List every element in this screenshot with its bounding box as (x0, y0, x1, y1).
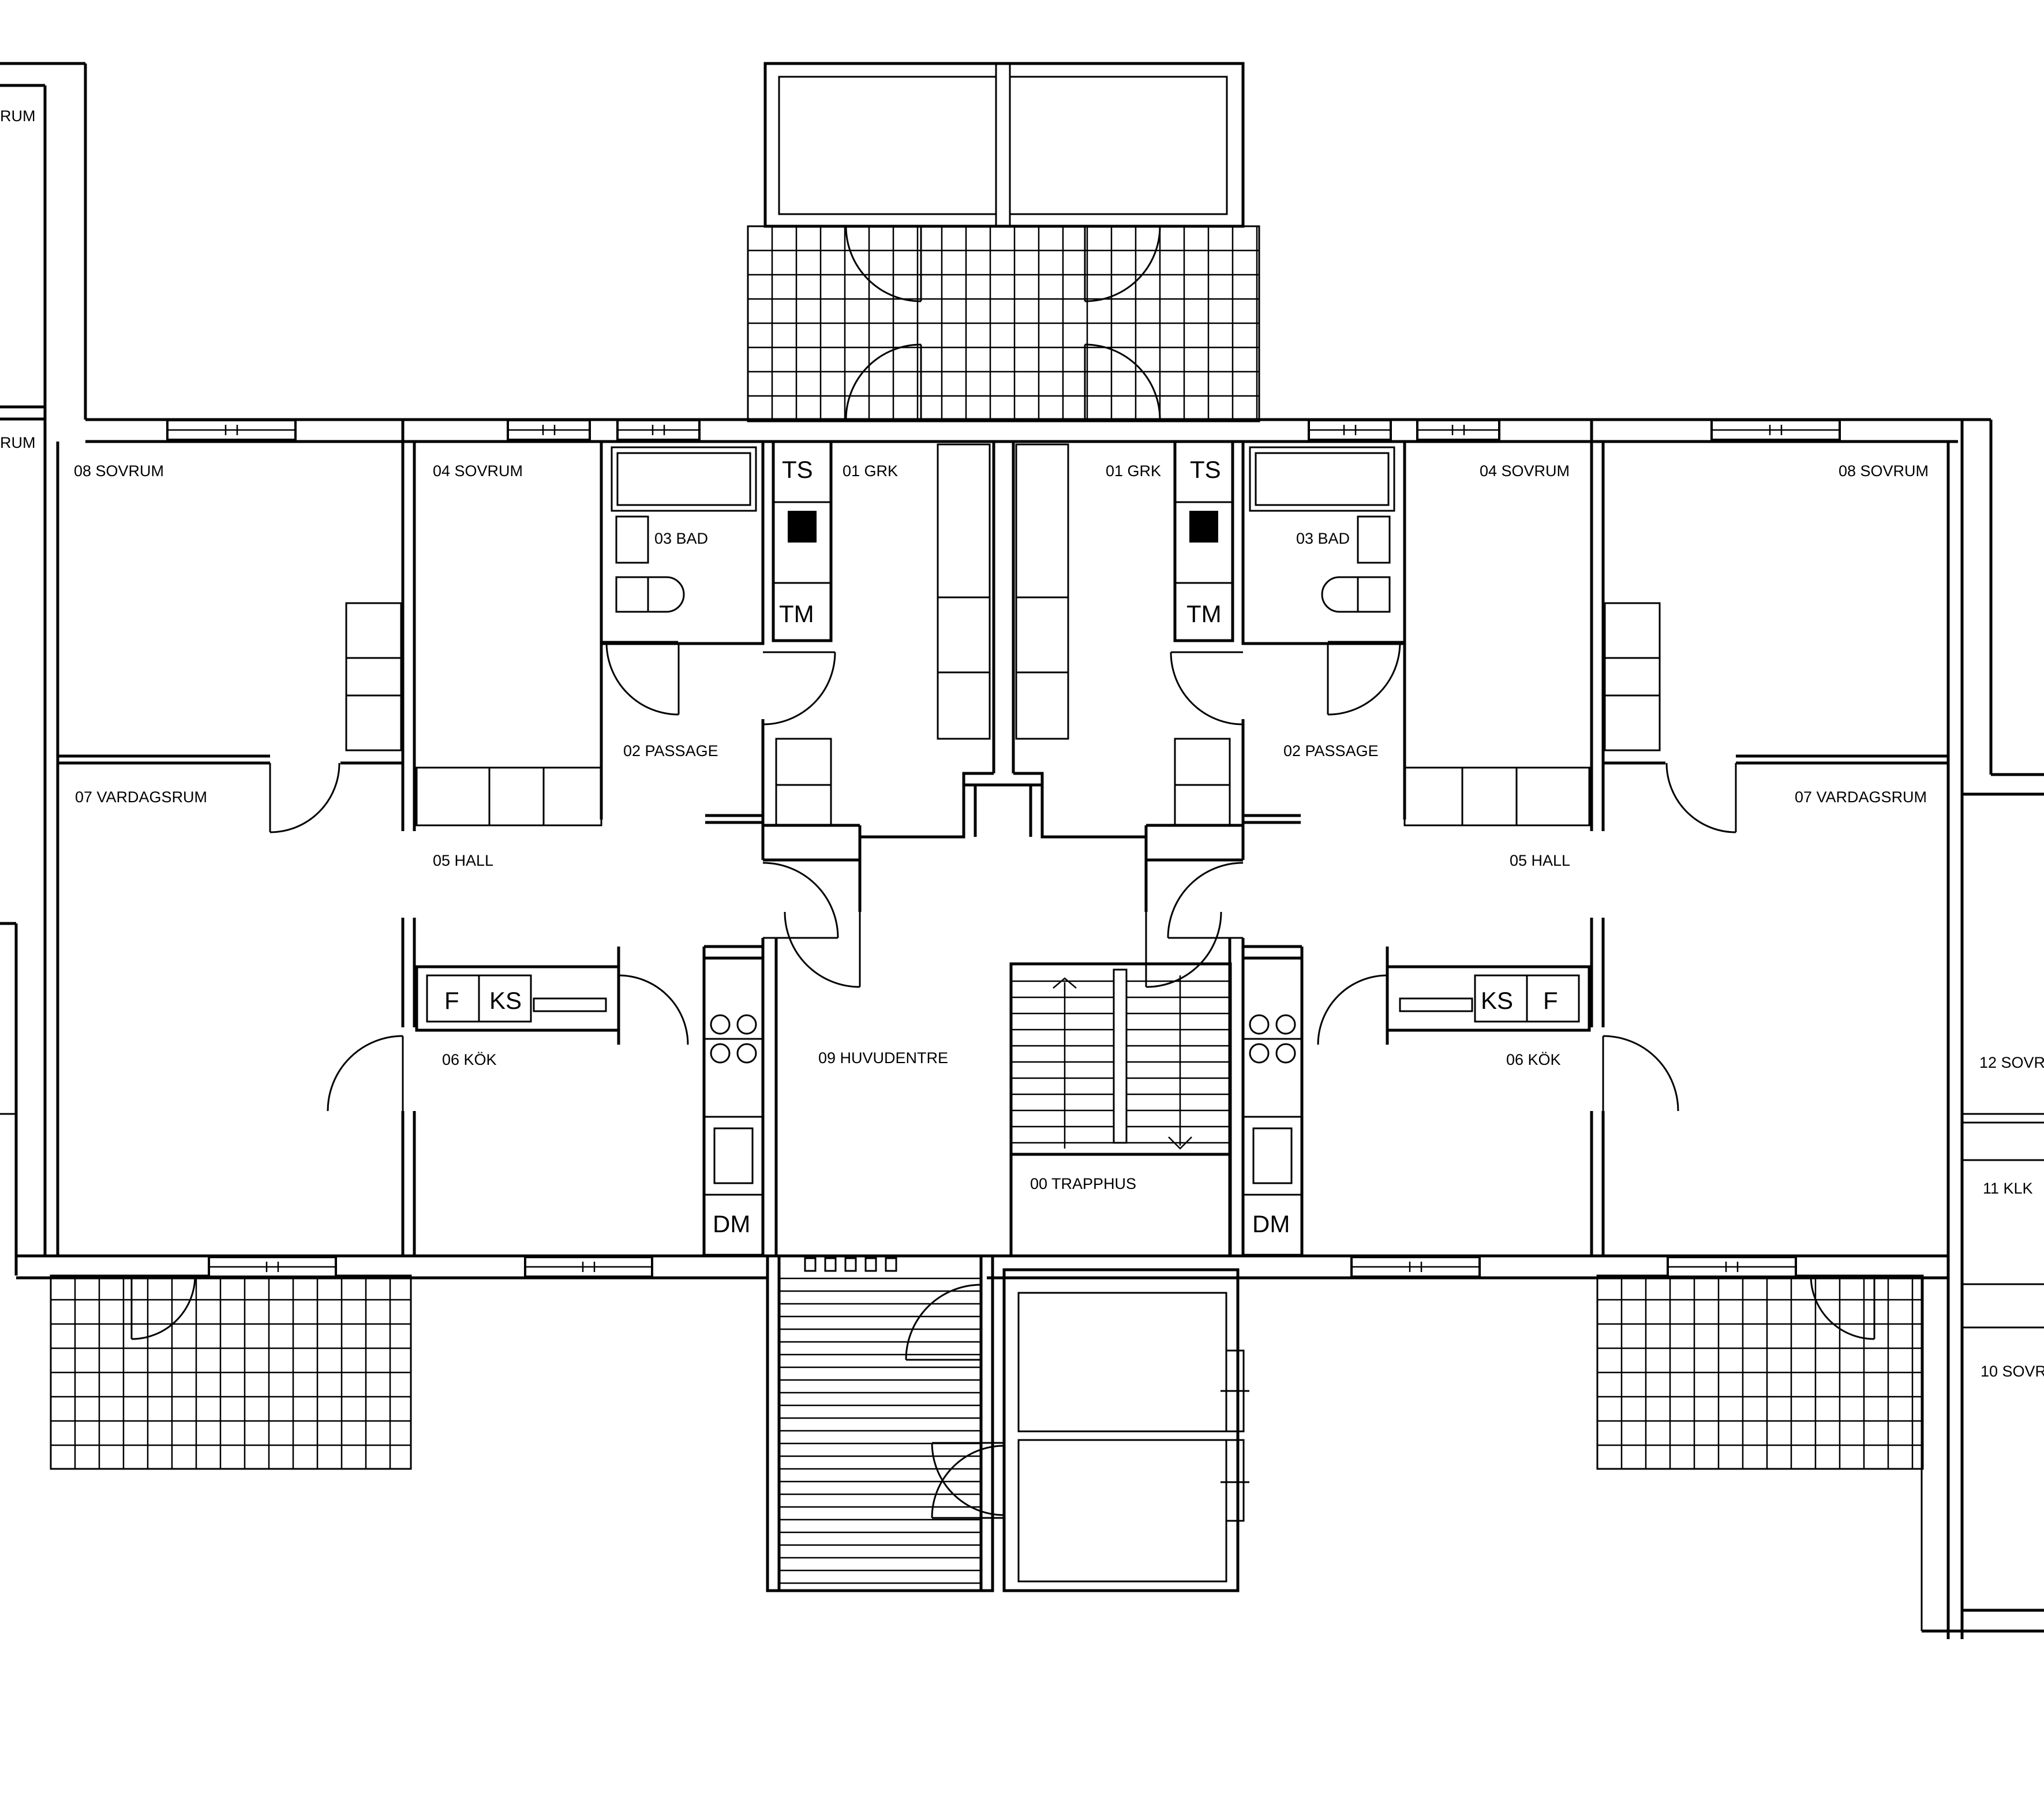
room-label: 11 KLK (1983, 1180, 2033, 1197)
room-label: RUM (0, 107, 36, 125)
room-label: 07 VARDAGSRUM (75, 788, 207, 806)
interior-walls (58, 420, 1948, 1257)
door-swing (131, 1275, 196, 1340)
door-swing (1665, 762, 1736, 833)
fixture-label: DM (713, 1210, 750, 1237)
room-label: 01 GRK (843, 462, 898, 480)
fixture-label: TS (1190, 456, 1221, 483)
room-label: 02 PASSAGE (1283, 742, 1379, 760)
room-label: RUM (0, 434, 36, 451)
room-label: 05 HALL (433, 852, 493, 869)
doors (130, 226, 1875, 1519)
exterior-walls (0, 62, 2044, 1639)
door-swing (1170, 652, 1244, 725)
patio-tile-grid (51, 226, 1923, 1469)
door-swing (1084, 226, 1161, 302)
door-swing (1084, 343, 1161, 420)
fixture-label: KS (1481, 987, 1513, 1014)
room-label: 08 SOVRUM (1839, 462, 1929, 480)
room-label: 12 SOVR (1979, 1054, 2044, 1071)
staircase (1009, 962, 1232, 1256)
door-swing (605, 642, 679, 716)
door-swing (845, 226, 922, 302)
door-swing (762, 652, 836, 725)
entrance-steps (766, 1254, 994, 1592)
room-labels: RUM RUM 08 SOVRUM 04 SOVRUM 03 BAD 01 GR… (0, 107, 2044, 1380)
room-label: 05 HALL (1510, 852, 1570, 869)
fixture-labels: TS TM TS TM F KS KS F DM DM (444, 456, 1558, 1237)
door-swing (931, 1442, 1005, 1516)
room-label: 10 SOVR (1981, 1363, 2044, 1380)
room-label: 00 TRAPPHUS (1030, 1175, 1136, 1192)
door-swing (269, 762, 340, 833)
fixture-label: F (444, 987, 459, 1014)
windows (166, 419, 1841, 1278)
room-label: 06 KÖK (1506, 1051, 1561, 1068)
room-label: 03 BAD (1296, 530, 1350, 547)
door-swing (905, 1284, 982, 1360)
door-swing (762, 862, 839, 938)
fixture-label: DM (1252, 1210, 1290, 1237)
door-swing (327, 1035, 403, 1112)
room-label: 08 SOVRUM (74, 462, 164, 480)
fixture-label: TM (779, 600, 814, 627)
fixture-label: F (1543, 987, 1558, 1014)
top-balcony (763, 62, 1245, 228)
room-label: 06 KÖK (442, 1051, 497, 1068)
room-label: 03 BAD (654, 530, 708, 547)
room-label: 09 HUVUDENTRE (818, 1049, 948, 1067)
room-label: 02 PASSAGE (623, 742, 718, 760)
door-swing (845, 343, 922, 420)
room-label: 04 SOVRUM (433, 462, 523, 480)
door-swing (1810, 1275, 1875, 1340)
door-swing (1603, 1035, 1679, 1112)
door-swing (784, 911, 860, 988)
room-label: 07 VARDAGSRUM (1795, 788, 1927, 806)
door-swing (1317, 974, 1388, 1045)
door-swing (931, 1445, 1005, 1519)
fixture-label: TM (1186, 600, 1222, 627)
storage-rooms (1002, 1268, 1249, 1592)
door-swing (1145, 911, 1222, 988)
door-swing (618, 974, 689, 1045)
room-label: 04 SOVRUM (1480, 462, 1570, 480)
door-swing (1167, 862, 1244, 938)
fixture-label: KS (489, 987, 522, 1014)
fixture-label: TS (782, 456, 813, 483)
room-label: 01 GRK (1106, 462, 1161, 480)
door-swing (1327, 642, 1401, 716)
